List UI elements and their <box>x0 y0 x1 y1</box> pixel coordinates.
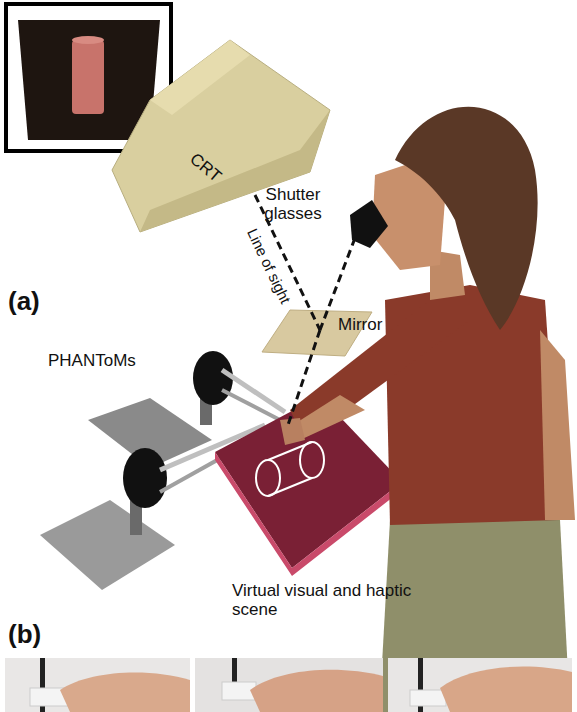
shutter-glasses <box>350 200 388 248</box>
photo-thimble <box>410 690 446 706</box>
photo-panel <box>195 658 383 712</box>
person-arm <box>540 330 575 520</box>
part-label: Line of sight <box>243 226 293 306</box>
scene-pad-edge <box>215 452 402 576</box>
part-label: Virtual visual and haptic scene <box>232 582 422 619</box>
crt-top <box>150 40 250 115</box>
photo-hand <box>440 667 572 712</box>
scene-pad <box>215 396 402 568</box>
phantom-base <box>40 500 175 590</box>
phantom-motor <box>193 351 233 405</box>
virtual-cylinder <box>268 478 312 496</box>
photo-hand <box>250 670 383 712</box>
virtual-cylinder <box>300 442 324 478</box>
phantom-motor <box>123 448 167 508</box>
virtual-cylinder <box>268 442 312 460</box>
photo-panel <box>388 658 572 712</box>
person-hand <box>280 418 305 445</box>
photo-panel <box>5 658 190 712</box>
part-label: PHANToMs <box>48 352 136 371</box>
virtual-cylinder <box>256 460 280 496</box>
part-label: Shutter glasses <box>252 186 334 223</box>
person-hair <box>395 107 538 330</box>
part-label: Mirror <box>338 316 382 335</box>
inset-cylinder <box>72 40 104 114</box>
sight-line <box>288 330 320 425</box>
panel-letter: (b) <box>8 620 41 649</box>
panel-letter: (a) <box>8 287 40 316</box>
inset-cylinder-top <box>72 36 104 44</box>
phantom-arm <box>222 390 280 420</box>
photo-hand <box>60 673 190 712</box>
